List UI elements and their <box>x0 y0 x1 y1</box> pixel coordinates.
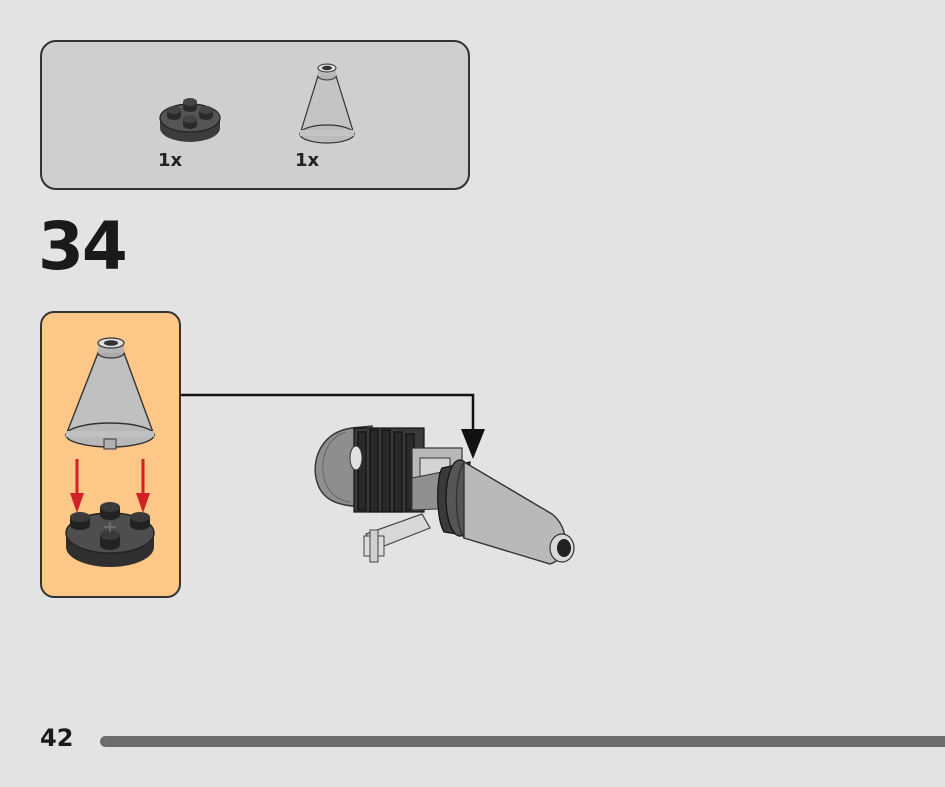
part-qty-cone: 1x <box>295 150 320 171</box>
down-arrow-right-icon <box>136 459 150 513</box>
sub-assembly-box <box>40 311 181 598</box>
engine-assembly-model <box>314 425 575 565</box>
sub-round-plate-icon <box>65 502 155 567</box>
cone-part-icon <box>299 63 355 144</box>
step-number: 34 <box>38 208 128 285</box>
page-number: 42 <box>40 724 74 752</box>
down-arrow-left-icon <box>70 459 84 513</box>
part-qty-round-plate: 1x <box>158 150 183 171</box>
page-progress-bar <box>100 736 945 747</box>
parts-list-box: 1x 1x <box>40 40 470 190</box>
round-plate-part-icon <box>159 98 221 142</box>
connector-arrow-icon <box>181 393 485 459</box>
sub-cone-icon <box>64 337 156 450</box>
